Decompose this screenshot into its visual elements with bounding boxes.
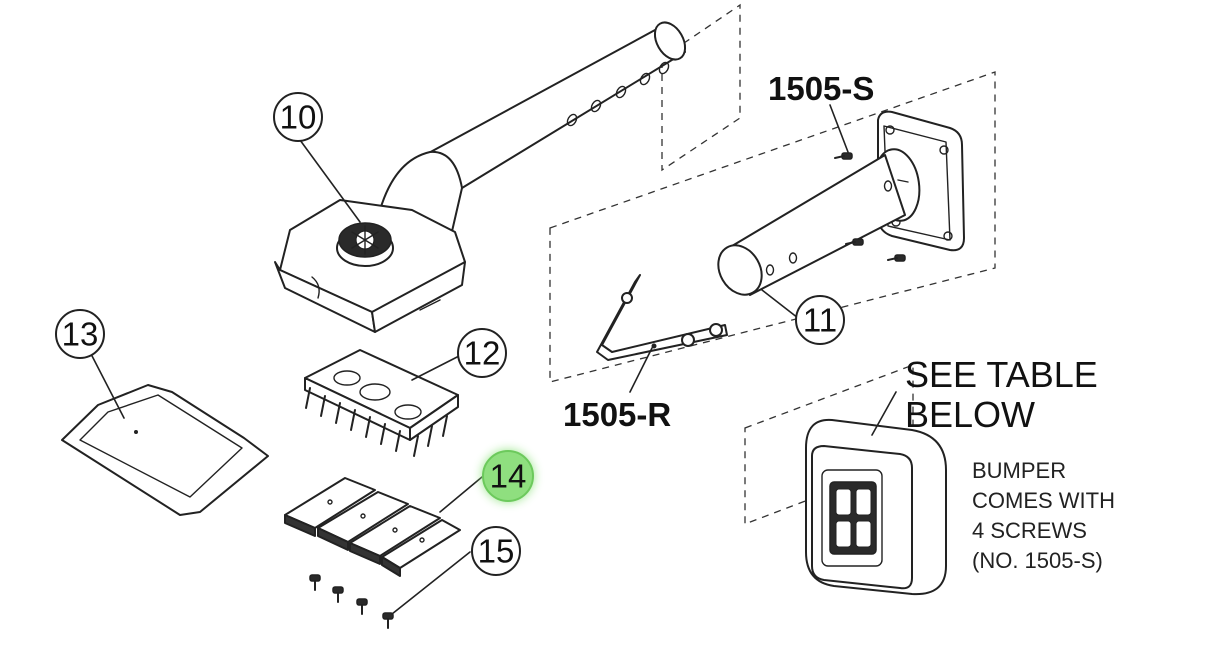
phantom-box-handle	[661, 3, 741, 172]
callout-number-10: 10	[280, 99, 317, 136]
callout-number-13: 13	[62, 316, 99, 353]
callout-circle-11	[795, 295, 845, 345]
label-1505-r: 1505-R	[563, 396, 671, 433]
part-1505-r-rod	[596, 274, 728, 361]
leader-lines	[89, 104, 897, 615]
bumper	[805, 418, 947, 596]
callout-circle-12	[457, 328, 507, 378]
adjustment-knob	[336, 222, 394, 267]
callout-number-12: 12	[464, 335, 501, 372]
callout-number-11: 11	[803, 302, 837, 339]
part-15-screws	[309, 574, 394, 629]
callout-circle-14	[482, 450, 534, 502]
part-12-tine-plate	[304, 349, 459, 457]
note-line-1: BUMPER	[972, 458, 1066, 483]
callout-circle-10	[273, 92, 323, 142]
note-line-3: 4 SCREWS	[972, 518, 1087, 543]
part-14-pads	[284, 477, 461, 577]
label-see-table-line1: SEE TABLE	[905, 354, 1098, 395]
part-10-handle-assembly	[274, 21, 687, 333]
callout-number-14: 14	[490, 458, 527, 495]
part-13-frame	[61, 384, 269, 516]
label-see-table-line2: BELOW	[905, 394, 1035, 435]
part-11-wall-bracket	[717, 110, 965, 296]
label-1505-s: 1505-S	[768, 70, 874, 107]
note-line-2: COMES WITH	[972, 488, 1115, 513]
callout-circle-15	[471, 526, 521, 576]
callout-number-15: 15	[478, 533, 515, 570]
screws-1505-s	[834, 152, 906, 262]
note-line-4: (NO. 1505-S)	[972, 548, 1103, 573]
callout-circle-13	[55, 309, 105, 359]
phantom-box-bracket	[549, 71, 996, 383]
